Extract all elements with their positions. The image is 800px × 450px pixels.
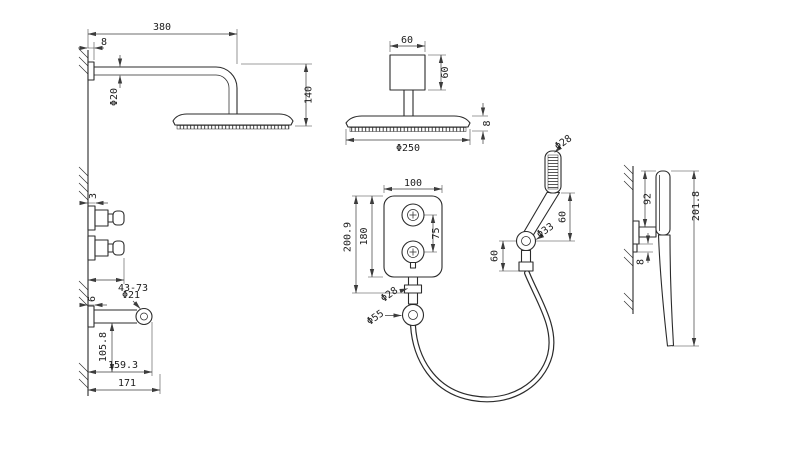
valve-knob2-flange <box>87 235 96 261</box>
dim-head-diameter: Φ250 <box>396 143 420 154</box>
outlet-stem <box>407 276 419 286</box>
valve-knob2-body <box>94 239 109 257</box>
dim-handle-spacing: 75 <box>431 227 442 239</box>
shower-head-front-view: 60 60 Φ250 8 <box>345 35 493 154</box>
dim-handset-head-diameter: Φ28 <box>553 133 574 152</box>
bracket-wall-plate <box>632 220 640 245</box>
leader-outlet-dia <box>399 288 408 294</box>
leader-spout-dia <box>132 300 141 309</box>
handset-hose-nut <box>518 261 534 272</box>
dim-handset-span-lower: 60 <box>490 250 501 262</box>
spout-wall-flange <box>87 305 95 328</box>
extension-lines <box>637 170 699 347</box>
hose-swivel-ball-inner <box>408 310 418 320</box>
hand-shower-side-view: 92 201.8 8 <box>623 164 702 347</box>
dim-plate-thickness: 8 <box>636 259 647 265</box>
valve-knob1-stem <box>107 213 114 223</box>
dim-pipe-diameter: Φ20 <box>109 88 120 106</box>
wall-hatch <box>623 164 634 311</box>
bracket-wall-foot <box>632 243 638 253</box>
valve-knob1-body <box>94 209 109 227</box>
temp-knob-tab <box>409 261 417 269</box>
wall-bracket-ring <box>515 230 537 252</box>
spout-body <box>94 309 137 324</box>
head-nozzle-band <box>349 127 467 132</box>
bracket-arm <box>638 226 657 238</box>
dim-flange-width: 60 <box>401 35 413 46</box>
diverter-knob-cross <box>409 211 417 219</box>
dim-valve-depth-range: 43-73 <box>118 283 148 294</box>
spout-aerator <box>140 312 148 321</box>
leader-handset-head-dia <box>554 145 563 153</box>
dim-outlet-diameter: Φ28 <box>379 285 400 304</box>
wall-hatch <box>78 48 89 389</box>
dim-valve-flange: 3 <box>88 193 99 199</box>
dim-overall-height: 200.9 <box>343 222 354 252</box>
dim-handset-head-length: 92 <box>643 193 654 205</box>
shower-arm-inner <box>94 74 230 114</box>
shower-arm-outer <box>94 66 238 114</box>
shower-head-nozzle-band <box>176 125 290 130</box>
valve-knob2-stem <box>107 243 114 253</box>
dim-spout-reach-b: 171 <box>118 378 136 389</box>
dim-handset-overall-length: 201.8 <box>691 191 702 221</box>
spout-end-cap <box>135 307 153 326</box>
handset-head-side <box>655 170 671 236</box>
dim-plate-width: 100 <box>404 178 422 189</box>
hose-swivel-ball <box>401 303 425 327</box>
dim-spout-reach-a: 159.3 <box>108 360 138 371</box>
dim-spout-height: 105.8 <box>98 332 109 362</box>
shower-hose-outline <box>410 270 555 403</box>
handset-head-face <box>547 154 559 190</box>
extension-lines <box>87 29 312 394</box>
temp-knob-cross <box>409 248 417 256</box>
valve-knob1-handle <box>112 210 125 226</box>
dim-arm-length: 380 <box>153 22 171 33</box>
leader-bracket-dia <box>535 233 545 240</box>
diverter-knob-inner <box>407 209 419 221</box>
dim-handset-span-upper: 60 <box>558 211 569 223</box>
hand-shower-front-view: Φ28 60 Φ33 60 <box>490 133 575 272</box>
dim-wall-flange: 8 <box>101 37 107 48</box>
shower-hose-core <box>411 271 554 402</box>
drop-pipe <box>403 90 414 117</box>
mixer-valve-front-view: 100 75 180 200.9 Φ28 Φ55 <box>343 178 555 403</box>
dim-head-drop: 140 <box>304 86 315 104</box>
valve-knob1-flange <box>87 205 96 231</box>
dim-flange-height: 60 <box>440 66 451 78</box>
shower-head-side <box>172 113 294 126</box>
wall-bracket-ring-inner <box>521 236 531 246</box>
dim-plate-height: 180 <box>359 227 370 245</box>
head-disc <box>345 115 471 128</box>
dim-spout-flange: 6 <box>87 296 98 302</box>
ceiling-flange <box>389 54 426 91</box>
handset-handle-side <box>657 234 675 347</box>
handset-connector <box>520 249 532 264</box>
temp-knob-inner <box>407 246 419 258</box>
outlet-collar <box>407 292 419 305</box>
valve-knob2-handle <box>112 240 125 256</box>
dim-head-thickness: 8 <box>482 120 493 126</box>
rain-shower-side-view: 380 8 Φ20 140 3 43-73 Φ21 6 105.8 159.3 … <box>78 22 315 396</box>
arm-wall-flange <box>87 61 95 81</box>
dim-rosette-diameter: Φ55 <box>365 308 386 327</box>
dim-spout-diameter: Φ21 <box>122 290 140 301</box>
